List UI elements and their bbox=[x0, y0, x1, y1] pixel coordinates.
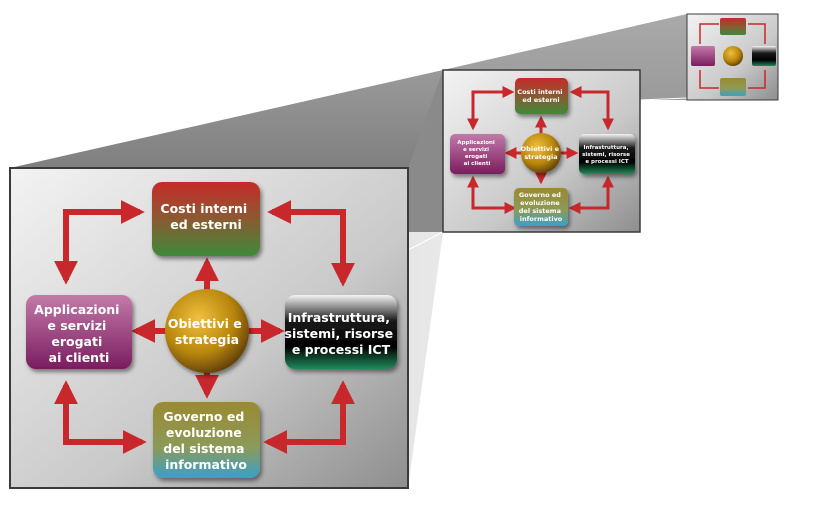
node-left-box bbox=[26, 295, 132, 369]
arrow-bottom-left bbox=[54, 380, 147, 454]
node-left-label: Applicazioni e servizi erogati ai client… bbox=[34, 302, 124, 365]
node-bottom-box bbox=[153, 402, 260, 478]
medium-left-label: Applicazioni e servizi erogati ai client… bbox=[457, 140, 496, 167]
arrow-top-left bbox=[54, 200, 145, 285]
small-diagram-panel bbox=[686, 13, 779, 101]
node-top-box bbox=[152, 182, 260, 256]
large-arrows bbox=[54, 200, 355, 454]
node-bottom-label: Governo ed evoluzione del sistema inform… bbox=[163, 409, 249, 472]
medium-center-label: Obiettivi e strategia bbox=[521, 145, 562, 161]
medium-top-label: Costi interni ed esterni bbox=[517, 88, 564, 104]
center-circle bbox=[165, 289, 249, 373]
center-label: Obiettivi e strategia bbox=[168, 316, 246, 347]
arrow-bottom-right bbox=[263, 380, 355, 454]
node-right-box bbox=[285, 295, 397, 369]
arrow-top-right bbox=[267, 200, 355, 287]
medium-diagram-panel: Costi interni ed esterni Applicazioni e … bbox=[442, 69, 641, 233]
large-diagram-panel: Costi interni ed esterni Applicazioni e … bbox=[9, 167, 409, 489]
medium-bottom-label: Governo ed evoluzione del sistema inform… bbox=[519, 191, 563, 223]
node-right-label: Infrastruttura, sistemi, risorse e proce… bbox=[285, 310, 398, 357]
node-top-label: Costi interni ed esterni bbox=[160, 201, 251, 232]
medium-right-label: Infrastruttura, sistemi, risorse e proce… bbox=[582, 145, 632, 165]
